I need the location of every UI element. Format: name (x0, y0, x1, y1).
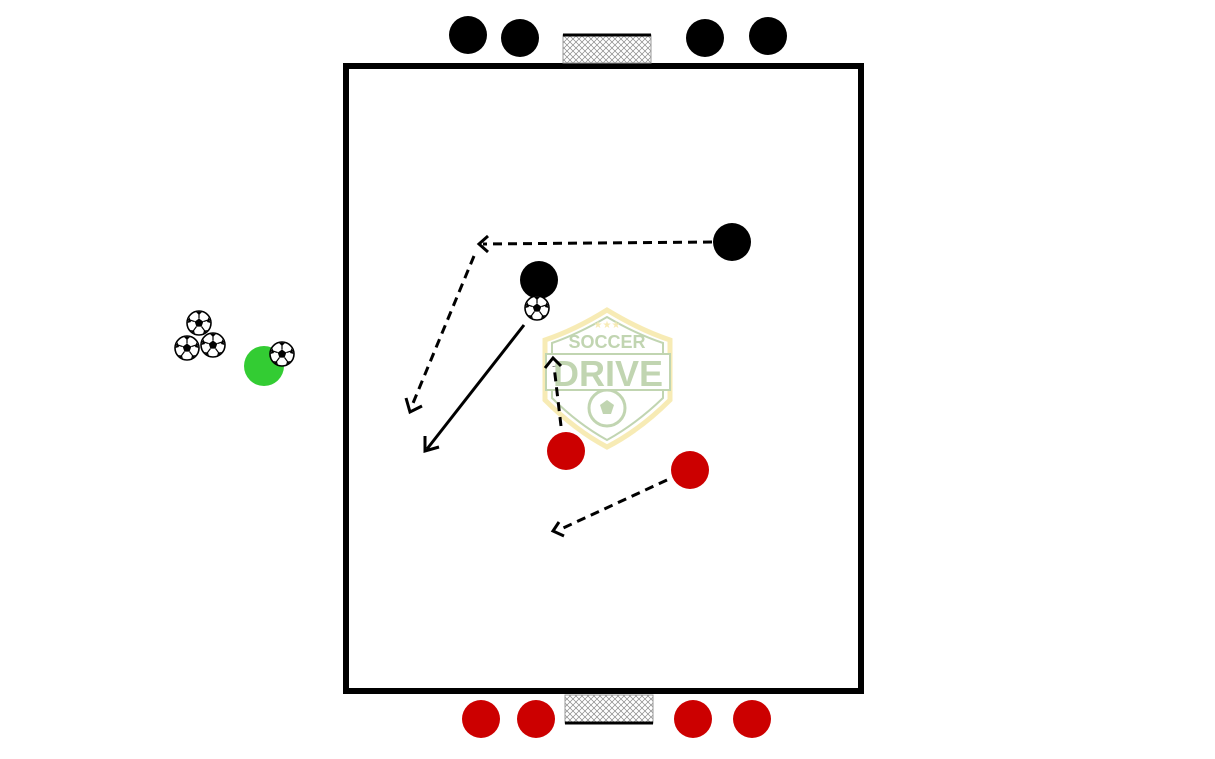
goal-net-icon (564, 694, 654, 725)
player-black (749, 17, 787, 55)
player-black (686, 19, 724, 57)
player-red (733, 700, 771, 738)
player-black (713, 223, 751, 261)
soccer-ball-icon (269, 341, 295, 367)
soccer-ball-icon (174, 335, 200, 361)
player-red (671, 451, 709, 489)
watermark-stars: ★★★ (594, 320, 621, 331)
player-red (674, 700, 712, 738)
player-red (462, 700, 500, 738)
soccer-ball-icon (524, 295, 550, 321)
pass-arrow (423, 324, 526, 453)
player-red (517, 700, 555, 738)
player-red (547, 432, 585, 470)
run-arrow (550, 478, 668, 538)
player-black (520, 261, 558, 299)
goal-net-icon (562, 33, 652, 64)
soccer-drive-shield-logo: ★★★ SOCCER DRIVE (542, 307, 673, 450)
soccer-ball-icon (186, 310, 212, 336)
pitch-boundary (343, 63, 864, 694)
watermark-line2: DRIVE (553, 353, 663, 394)
player-black (501, 19, 539, 57)
run-arrow (543, 355, 563, 427)
player-black (449, 16, 487, 54)
soccer-ball-icon (200, 332, 226, 358)
watermark-line1: SOCCER (568, 332, 645, 352)
run-arrow (404, 255, 476, 415)
run-arrow (476, 234, 713, 254)
